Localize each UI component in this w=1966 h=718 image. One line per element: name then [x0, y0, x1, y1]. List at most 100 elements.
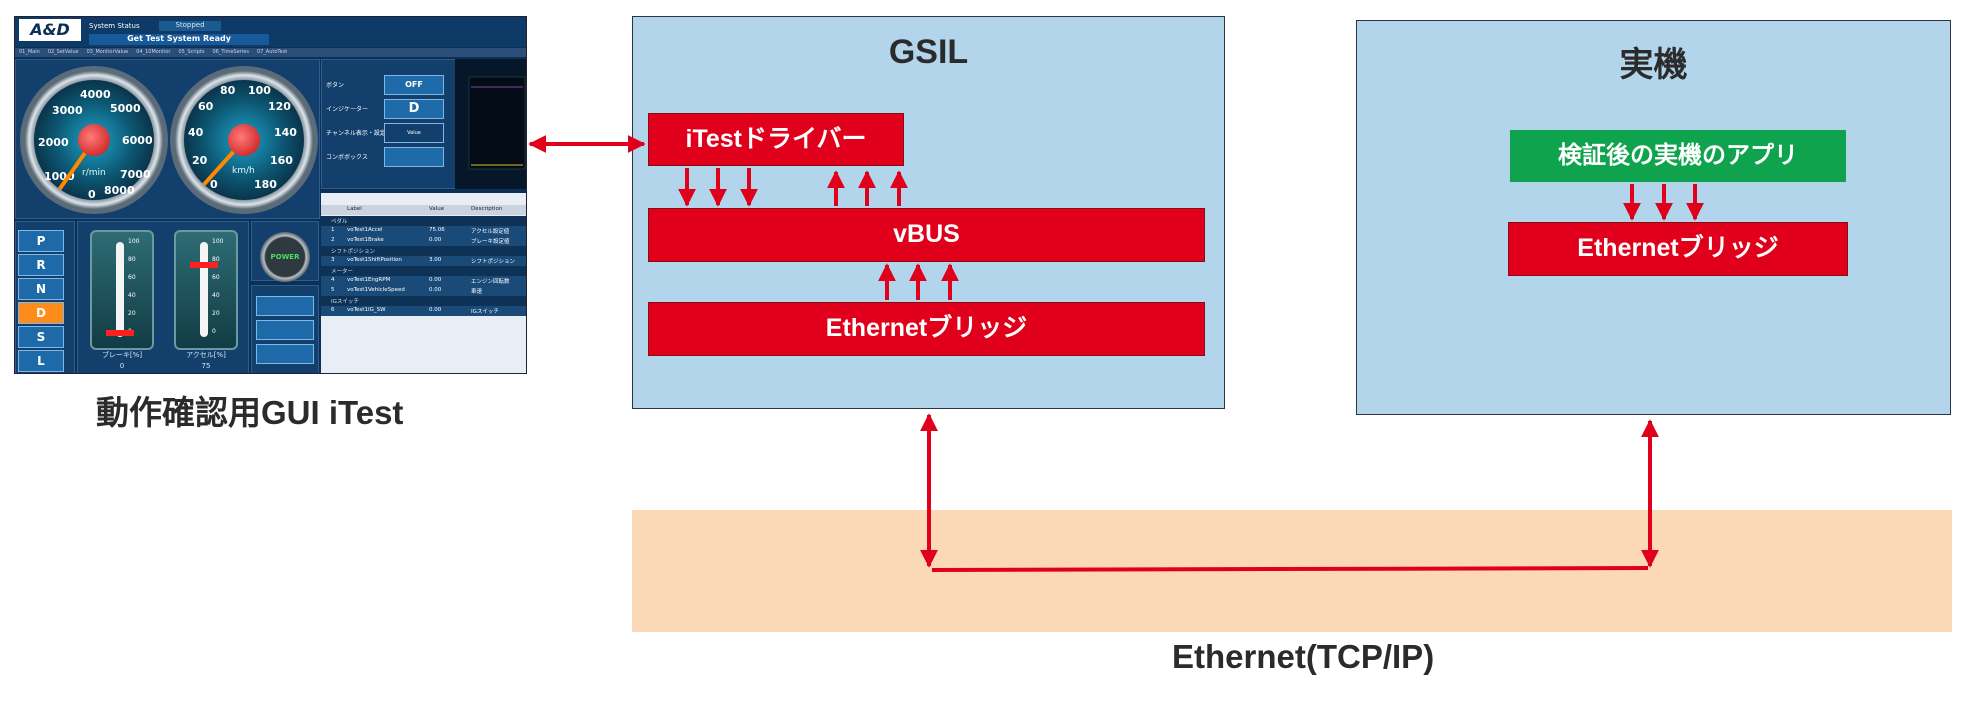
gui-caption: 動作確認用GUI iTest — [96, 394, 404, 431]
col-label: Label — [347, 206, 362, 212]
itest-gui-screenshot: A&D System Status Stopped Get Test Syste… — [14, 16, 527, 374]
jikki-title: 実機 — [1619, 46, 1688, 84]
speed-tick: 80 — [220, 84, 236, 97]
shift-n-button[interactable]: N — [18, 278, 64, 300]
power-button[interactable]: POWER — [260, 232, 310, 282]
rpm-tick: 8000 — [104, 184, 135, 197]
network-band — [632, 510, 1952, 632]
title-panel-row: コンボボックス — [324, 146, 520, 168]
tab-timeseries[interactable]: 06_TimeSeries — [212, 49, 249, 55]
speed-gauge: 0 20 40 60 80 100 120 140 160 180 km/h — [170, 66, 318, 214]
title-panel-row: インジケーター D — [324, 98, 520, 120]
accel-caption: アクセル[%] — [186, 351, 226, 359]
ig-switch-panel: POWER — [251, 221, 319, 282]
col-description: Description — [471, 206, 503, 212]
shift-s-button[interactable]: S — [18, 326, 64, 348]
off-button[interactable]: OFF — [384, 75, 444, 95]
button-label: ボタン — [326, 82, 345, 89]
rpm-tick: 2000 — [38, 136, 69, 149]
brake-slider[interactable]: 100 80 60 40 20 0 — [90, 230, 154, 350]
switch-button[interactable] — [256, 320, 314, 340]
switch-panel — [251, 285, 319, 373]
shift-d-button[interactable]: D — [18, 302, 64, 324]
indicator-label: インジケーター — [326, 106, 369, 113]
rpm-unit: r/min — [82, 168, 106, 178]
get-ready-button[interactable]: Get Test System Ready — [89, 34, 269, 45]
speed-tick: 160 — [270, 154, 293, 167]
indicator-display: D — [384, 99, 444, 119]
rpm-tick: 0 — [88, 188, 96, 201]
jikki-box: 実機 — [1356, 20, 1951, 415]
trend-chart — [455, 59, 526, 189]
gsil-title: GSIL — [888, 33, 969, 71]
combobox[interactable] — [384, 147, 444, 167]
shift-l-button[interactable]: L — [18, 350, 64, 372]
title-panel-row: ボタン OFF — [324, 74, 520, 96]
gui-top-bar: A&D System Status Stopped Get Test Syste… — [15, 17, 526, 47]
accel-value: 75 — [201, 362, 211, 370]
gsil-ethernet-bridge-block: Ethernetブリッジ — [648, 302, 1205, 356]
shift-r-button[interactable]: R — [18, 254, 64, 276]
speed-tick: 60 — [198, 100, 214, 113]
tab-scripts[interactable]: 05_Scripts — [178, 49, 205, 55]
tab-main[interactable]: 01_Main — [19, 49, 40, 55]
switch-button[interactable] — [256, 296, 314, 316]
brake-level-marker[interactable] — [106, 330, 134, 336]
accel-level-marker[interactable] — [190, 262, 218, 268]
gui-tabs: 01_Main 02_SetValue 03_MonitorValue 04_10Mo… — [15, 48, 526, 57]
tab-setvalue[interactable]: 02_SetValue — [47, 49, 79, 55]
meter-panel: 0 1000 2000 3000 4000 5000 6000 7000 800… — [15, 59, 320, 219]
network-link-line — [931, 566, 1649, 572]
rpm-tick: 4000 — [80, 88, 111, 101]
brake-caption: ブレーキ[%] — [101, 351, 143, 359]
vbus-block: vBUS — [648, 208, 1205, 262]
system-status-value: Stopped — [159, 21, 221, 31]
title-panel-row: チャンネル表示・設定 Value — [324, 122, 520, 144]
list-group: シフトポジション — [321, 246, 526, 256]
switch-button[interactable] — [256, 344, 314, 364]
system-status-label: System Status — [89, 22, 140, 30]
speed-tick: 120 — [268, 100, 291, 113]
shift-panel: P R N D S L — [15, 221, 75, 373]
and-logo: A&D — [19, 19, 81, 41]
col-value: Value — [429, 206, 445, 212]
accel-slider[interactable]: 100 80 60 40 20 0 — [174, 230, 238, 350]
network-label: Ethernet(TCP/IP) — [1172, 638, 1435, 675]
list-group: メーター — [321, 266, 526, 276]
itest-driver-block: iTestドライバー — [648, 113, 904, 166]
tab-autotest[interactable]: 07_AutoTest — [256, 49, 288, 55]
tab-monitorvalue[interactable]: 03_MonitorValue — [86, 49, 129, 55]
rpm-gauge: 0 1000 2000 3000 4000 5000 6000 7000 800… — [20, 66, 168, 214]
speed-tick: 180 — [254, 178, 277, 191]
speed-gauge-hub — [228, 124, 260, 156]
shift-p-button[interactable]: P — [18, 230, 64, 252]
rpm-tick: 7000 — [120, 168, 151, 181]
speed-tick: 0 — [210, 178, 218, 191]
list-group: IGスイッチ — [321, 296, 526, 306]
list-header: Label Value Description — [321, 205, 526, 215]
verified-app-block: 検証後の実機のアプリ — [1510, 130, 1846, 182]
speed-tick: 20 — [192, 154, 208, 167]
channel-label: チャンネル表示・設定 — [326, 130, 386, 137]
rpm-gauge-hub — [78, 124, 110, 156]
pedal-panel: 100 80 60 40 20 0 ブレーキ[%] 0 100 80 60 40… — [77, 221, 249, 373]
speed-tick: 140 — [274, 126, 297, 139]
jikki-ethernet-bridge-block: Ethernetブリッジ — [1508, 222, 1848, 276]
trend-chart-plot — [468, 76, 526, 170]
speed-tick: 40 — [188, 126, 204, 139]
rpm-tick: 5000 — [110, 102, 141, 115]
rpm-tick: 3000 — [52, 104, 83, 117]
speed-unit: km/h — [232, 166, 255, 176]
speed-tick: 100 — [248, 84, 271, 97]
tab-10monitor[interactable]: 04_10Monitor — [136, 49, 171, 55]
channel-field[interactable]: Value — [384, 123, 444, 143]
combobox-label: コンボボックス — [326, 154, 368, 161]
